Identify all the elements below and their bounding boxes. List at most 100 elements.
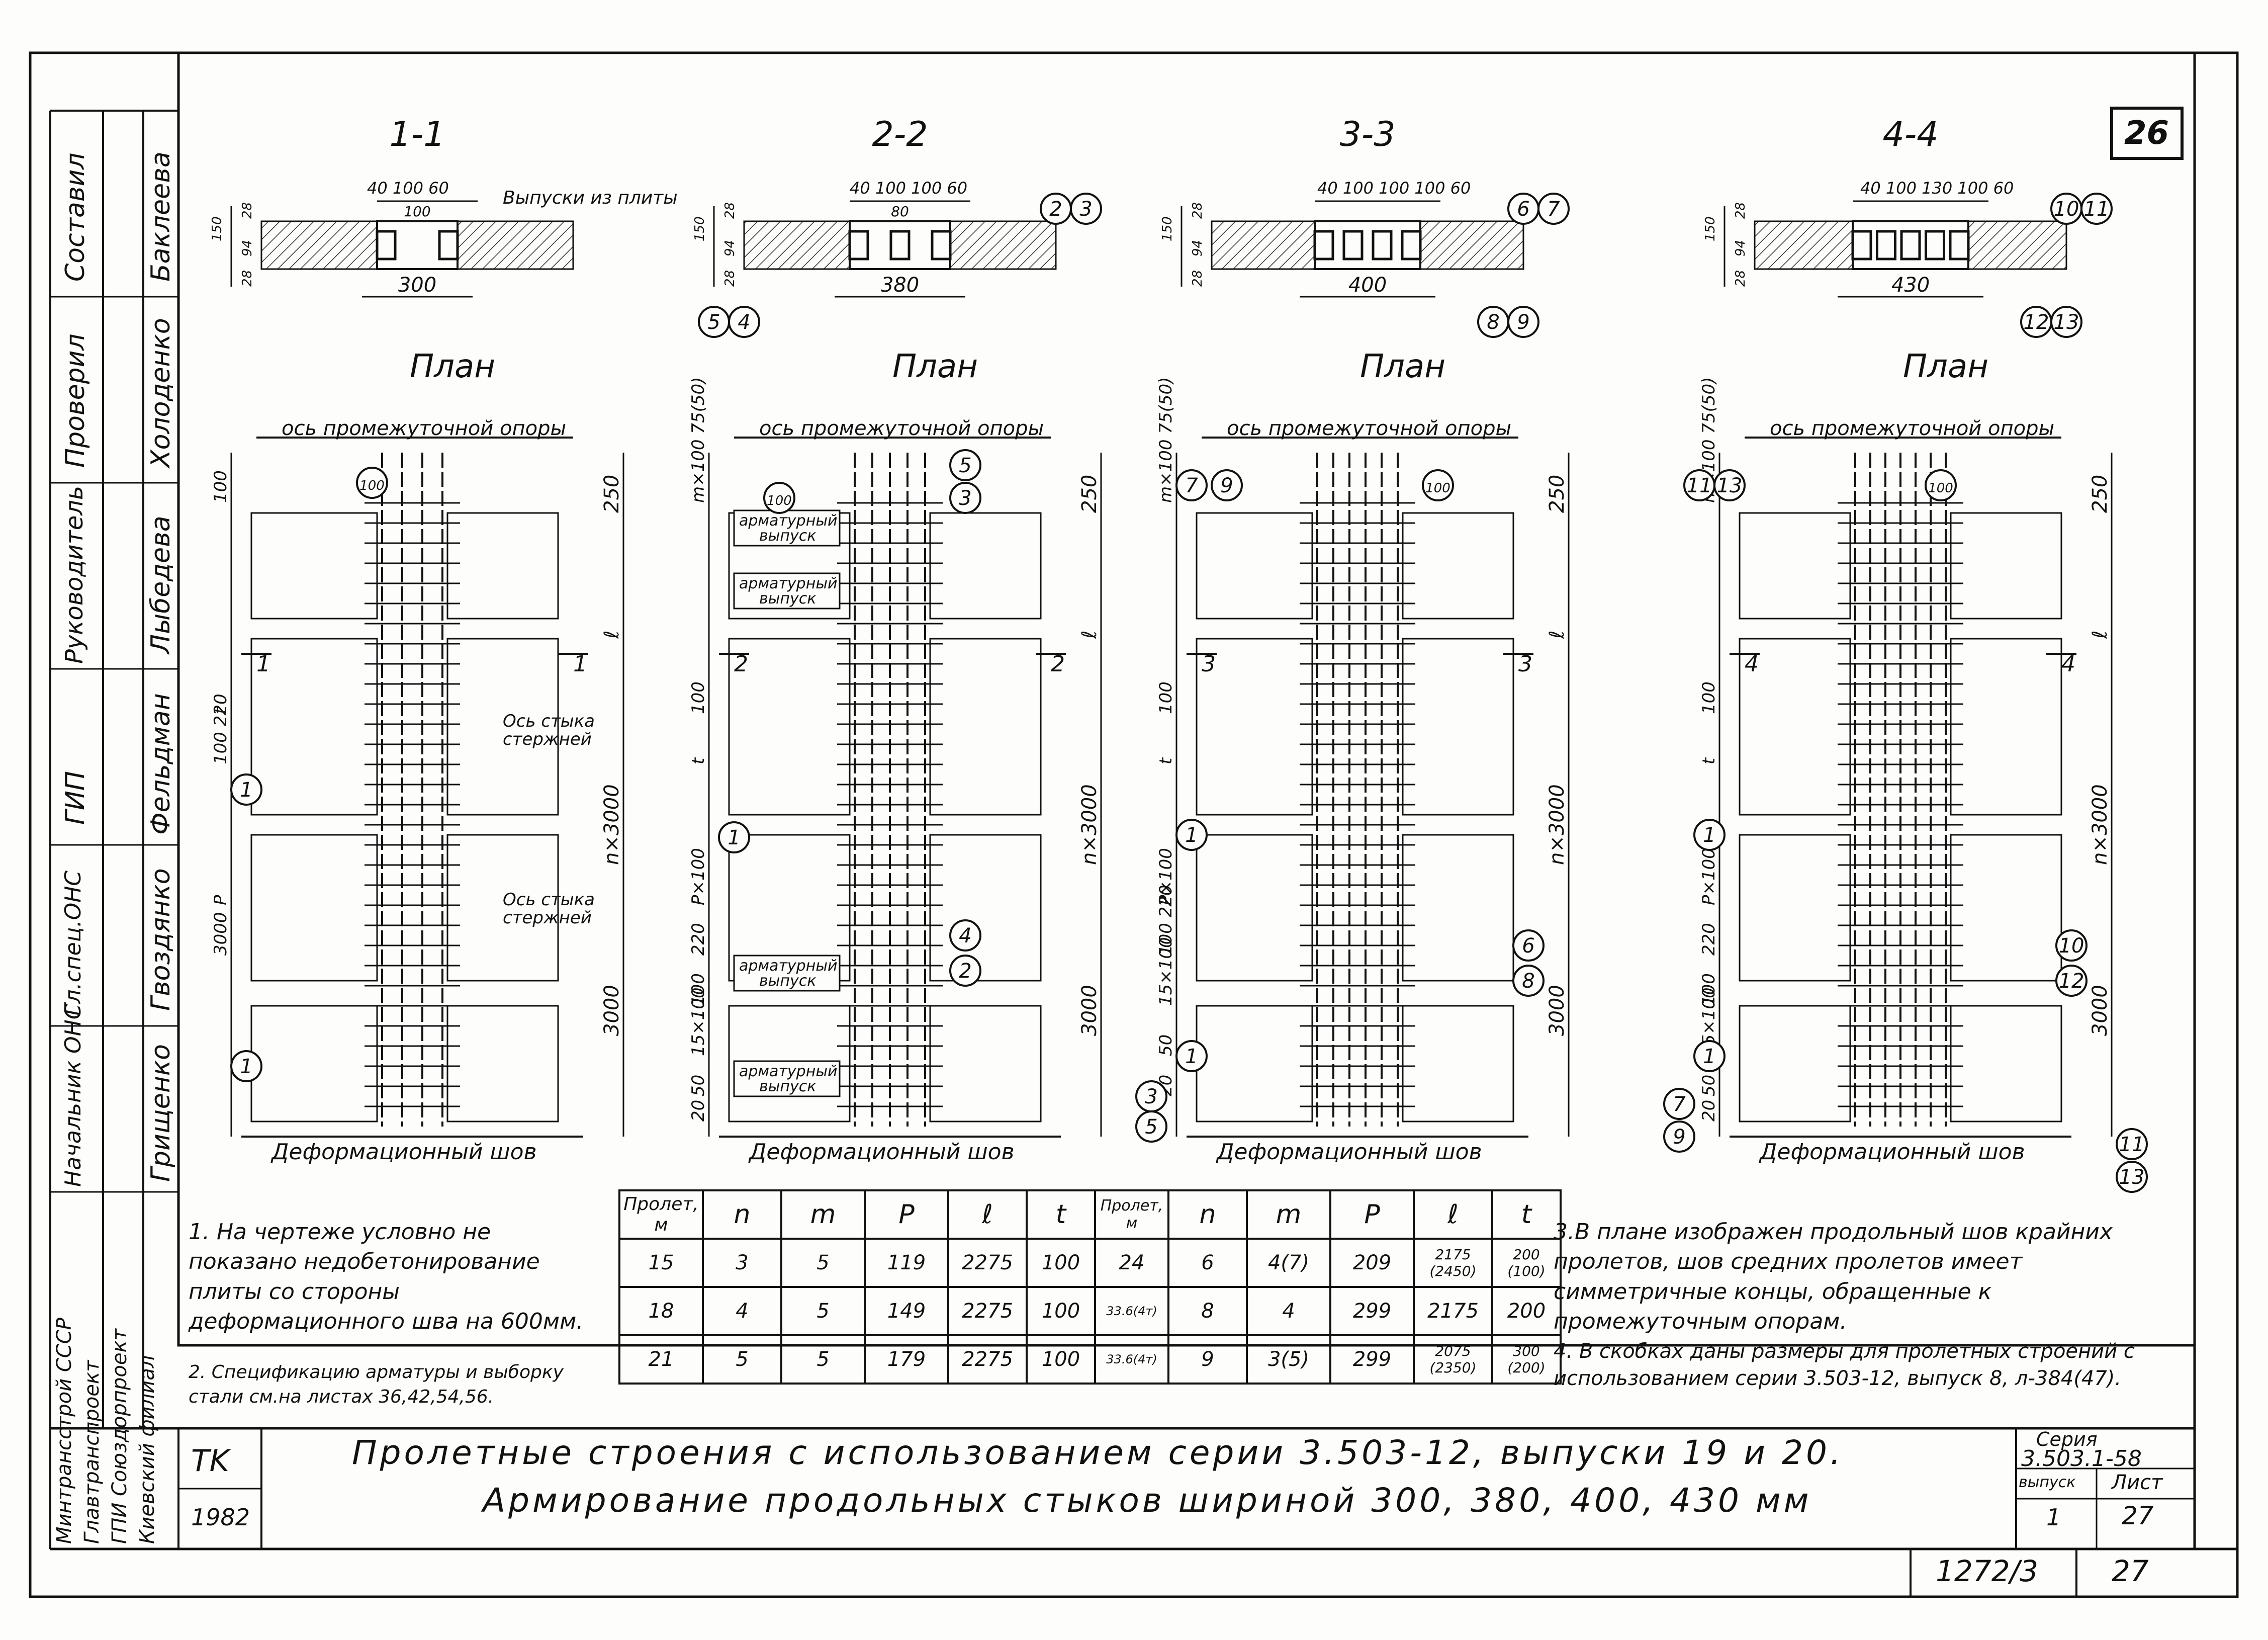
dim-right: 3000 bbox=[2089, 985, 2112, 1036]
dim-height: 150 bbox=[692, 216, 707, 241]
callout-number: 8 bbox=[1522, 970, 1534, 993]
callout-number: 6 bbox=[1522, 934, 1534, 958]
dim-left: t bbox=[211, 707, 231, 714]
slab-block-left bbox=[1196, 1005, 1313, 1123]
callout-circle bbox=[2055, 965, 2088, 997]
header-m-2: m bbox=[1246, 1189, 1331, 1240]
drawing-title-line1: Пролетные строения с использованием сери… bbox=[352, 1433, 1844, 1472]
dim-right: 3000 bbox=[1078, 985, 1101, 1036]
sheet-label: Лист bbox=[2112, 1471, 2163, 1494]
callout-circle bbox=[2116, 1161, 2148, 1193]
dim-left: 50 bbox=[1156, 1034, 1176, 1056]
callout-number: 1 bbox=[1703, 824, 1715, 847]
callout-number: 100 bbox=[1425, 481, 1450, 496]
joint-axis-note: Ось стыка bbox=[503, 890, 595, 910]
callout-number: 11 bbox=[1687, 474, 1712, 497]
cut-mark-left: 4 bbox=[1745, 651, 1759, 677]
header-span-1: Пролет, м bbox=[618, 1189, 704, 1240]
outlet-label: выпуск bbox=[759, 972, 816, 990]
dim-left: 15×100 bbox=[1156, 937, 1176, 1006]
callout-circle bbox=[2050, 306, 2082, 338]
callout-number: 9 bbox=[1673, 1126, 1685, 1149]
outlet-label: арматурный bbox=[739, 1063, 838, 1080]
callout-number: 100 bbox=[1928, 481, 1953, 496]
dim-right: ℓ bbox=[2089, 630, 2112, 639]
slab-right bbox=[949, 220, 1057, 270]
callout-circle bbox=[230, 773, 262, 806]
callout-circle bbox=[1693, 819, 1726, 851]
dim-height: 28 bbox=[1190, 202, 1205, 219]
slab-block-left bbox=[1196, 834, 1313, 982]
slab-right bbox=[457, 220, 574, 270]
header-n-1: n bbox=[702, 1189, 782, 1240]
callout-number: 2 bbox=[1049, 198, 1062, 221]
series-label: Серия bbox=[2036, 1428, 2098, 1450]
stirrup bbox=[376, 230, 397, 261]
sheet-value: 27 bbox=[2122, 1501, 2154, 1530]
callout-number: 3 bbox=[959, 487, 971, 510]
table-cell: 4 bbox=[702, 1286, 782, 1336]
dim-left: t bbox=[688, 757, 708, 764]
dim-left: 220 bbox=[688, 923, 708, 956]
outlet-label-box bbox=[733, 509, 841, 547]
issue-label: выпуск bbox=[2019, 1474, 2076, 1491]
slab-block-right bbox=[446, 1005, 559, 1123]
drawing-title-line2: Армирование продольных стыков шириной 30… bbox=[483, 1481, 1812, 1520]
dim-left: P bbox=[211, 895, 231, 905]
dim-height: 28 bbox=[240, 270, 255, 287]
slab-block-right bbox=[1950, 834, 2062, 982]
callout-circle bbox=[1175, 469, 1208, 501]
dim-height: 150 bbox=[1703, 216, 1718, 241]
cut-mark-right: 4 bbox=[2061, 651, 2075, 677]
dim-left: 220 bbox=[1699, 923, 1719, 956]
table-header-row: Пролет, м n m P ℓ t Пролет, м n m P ℓ t bbox=[618, 1189, 1562, 1240]
dim-height: 28 bbox=[722, 270, 738, 287]
callout-circle bbox=[763, 482, 795, 514]
support-axis-label: ось промежуточной опоры bbox=[282, 417, 566, 440]
callout-note: Выпуски из плиты bbox=[503, 188, 678, 208]
slab-block-right bbox=[1402, 512, 1514, 620]
dim-right: 250 bbox=[600, 475, 623, 513]
slab-block-left bbox=[250, 638, 378, 816]
table-cell: 5 bbox=[780, 1238, 866, 1288]
table-cell: 33.6(4т) bbox=[1094, 1286, 1169, 1336]
slab-block-left bbox=[1196, 638, 1313, 816]
slab-left bbox=[1754, 220, 1854, 270]
page-number: 27 bbox=[2112, 1554, 2149, 1588]
dim-bottom: 380 bbox=[881, 274, 919, 297]
slab-block-right bbox=[1402, 1005, 1514, 1123]
dim-left: 20 bbox=[1699, 1100, 1719, 1121]
stirrup bbox=[931, 230, 952, 261]
header-t-1: t bbox=[1026, 1189, 1096, 1240]
dim-right: 3000 bbox=[1546, 985, 1569, 1036]
slab-right bbox=[1419, 220, 1524, 270]
series-value: 3.503.1-58 bbox=[2021, 1446, 2142, 1472]
slab-block-left bbox=[1739, 638, 1851, 816]
stirrup bbox=[1342, 230, 1364, 261]
header-p-1: P bbox=[864, 1189, 949, 1240]
table-cell: 5 bbox=[780, 1286, 866, 1336]
outlet-label: выпуск bbox=[759, 590, 816, 608]
callout-circle bbox=[949, 482, 981, 514]
callout-number: 5 bbox=[707, 311, 720, 334]
outlet-label: арматурный bbox=[739, 957, 838, 975]
callout-number: 9 bbox=[1220, 474, 1233, 497]
slab-block-right bbox=[1950, 638, 2062, 816]
outlet-label: выпуск bbox=[759, 527, 816, 545]
callout-circle bbox=[1925, 469, 1957, 501]
dim-inner: 80 bbox=[891, 203, 909, 220]
callout-number: 13 bbox=[1717, 474, 1743, 497]
callout-number: 6 bbox=[1517, 198, 1529, 221]
dim-inner: 100 bbox=[404, 203, 430, 220]
dim-height: 28 bbox=[1733, 202, 1748, 219]
dim-left: 100 220 bbox=[211, 694, 231, 764]
callout-number: 4 bbox=[959, 924, 971, 947]
slab-block-left bbox=[728, 1005, 851, 1123]
section-title: 2-2 bbox=[872, 115, 928, 154]
dim-left: 100 bbox=[1156, 681, 1176, 714]
table-cell: 299 bbox=[1329, 1286, 1415, 1336]
table-row: 15 3 5 119 2275 100 24 6 4(7) 209 2175 (… bbox=[618, 1238, 1562, 1288]
dim-left: 100 bbox=[688, 681, 708, 714]
